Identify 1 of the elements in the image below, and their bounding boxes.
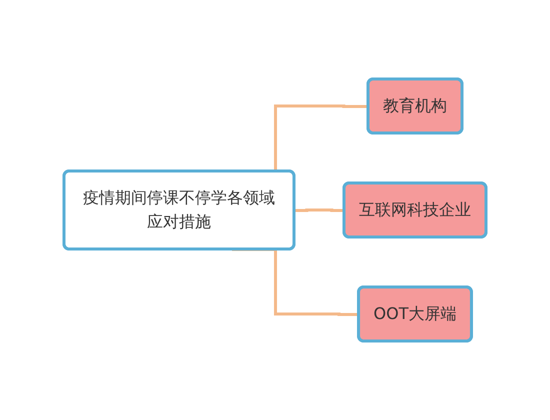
connector [294,208,344,212]
